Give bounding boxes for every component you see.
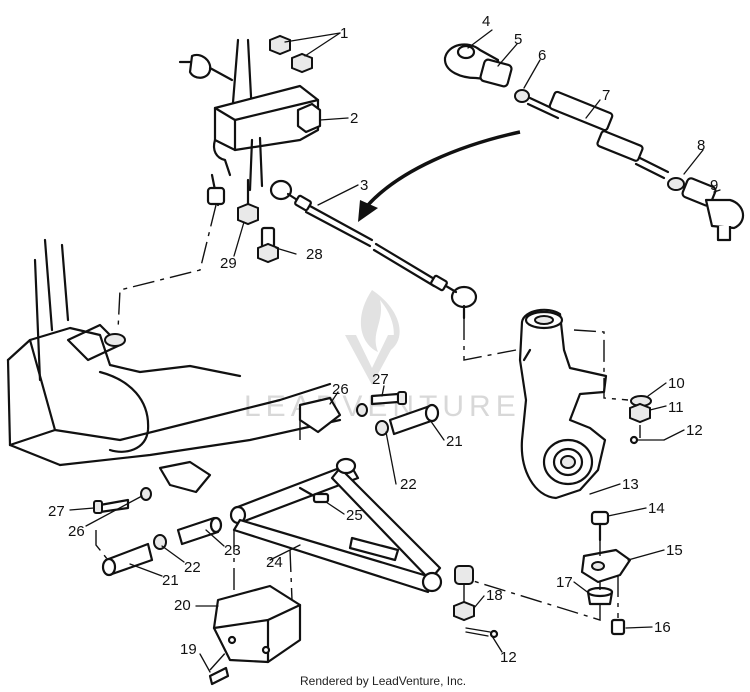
watermark-flame-icon (360, 290, 400, 352)
callout-26-upper: 26 (332, 381, 349, 398)
callout-9: 9 (710, 177, 718, 194)
callout-21-lower: 21 (162, 572, 179, 589)
callout-labels: 1 2 3 4 5 6 7 8 9 10 11 12 13 14 15 16 1… (48, 13, 718, 666)
credit-footer: Rendered by LeadVenture, Inc. (300, 674, 467, 688)
ball-joint-17 (586, 586, 614, 606)
sleeve-21-left (101, 542, 154, 577)
bolt-16 (610, 618, 626, 636)
callout-14: 14 (648, 500, 665, 517)
callout-11: 11 (668, 399, 684, 416)
washer-26-lower (140, 487, 152, 501)
frame (6, 238, 342, 494)
bolt-27-upper (370, 391, 407, 406)
callout-16: 16 (654, 619, 671, 636)
sleeve-21-right (388, 403, 440, 436)
callout-29: 29 (220, 255, 237, 272)
callout-25: 25 (346, 507, 363, 524)
callout-21-upper: 21 (446, 433, 463, 450)
bushing-22-right (375, 420, 389, 436)
callout-20: 20 (174, 597, 191, 614)
bolt-27-lower (93, 498, 130, 514)
steering-post (178, 38, 322, 207)
callout-7: 7 (602, 87, 610, 104)
callout-24: 24 (266, 554, 283, 571)
callout-17: 17 (556, 574, 573, 591)
a-arm (229, 457, 474, 594)
bolt-19 (208, 666, 230, 686)
callout-8: 8 (697, 137, 705, 154)
callout-19: 19 (180, 641, 197, 658)
callout-5: 5 (514, 31, 522, 48)
castle-nut-11 (629, 402, 651, 424)
cotter-pin-12 (629, 435, 665, 445)
callout-12-lower: 12 (500, 649, 517, 666)
callout-12-upper: 12 (686, 422, 703, 439)
bushing-23 (176, 516, 223, 546)
cotter-pin-12-lower (465, 627, 499, 639)
washer-26-upper (356, 403, 368, 417)
grease-fitting-25 (298, 486, 330, 504)
castle-nut-18 (453, 600, 475, 622)
bushing-22-left (153, 534, 167, 550)
bolt-14 (590, 510, 610, 542)
nut-1 (269, 34, 313, 74)
bolt-28 (257, 226, 279, 264)
tie-rod-assembly (269, 179, 478, 320)
callout-10: 10 (668, 375, 685, 392)
bolt-29 (237, 178, 259, 226)
direction-arrow (358, 130, 521, 222)
callout-2: 2 (350, 110, 358, 127)
callout-23: 23 (224, 542, 241, 559)
callout-28: 28 (306, 246, 323, 263)
plate-15 (580, 548, 632, 584)
callout-13: 13 (622, 476, 639, 493)
callout-22-lower: 22 (184, 559, 201, 576)
callout-6: 6 (538, 47, 546, 64)
callout-15: 15 (666, 542, 683, 559)
exploded-tie-rod (443, 43, 744, 242)
callout-27-lower: 27 (48, 503, 65, 520)
callout-27-upper: 27 (372, 371, 389, 388)
assembly-lines (95, 204, 641, 671)
callout-4: 4 (482, 13, 490, 30)
callout-18: 18 (486, 587, 503, 604)
leader-lines (69, 29, 721, 673)
callout-26-lower: 26 (68, 523, 85, 540)
callout-1: 1 (340, 25, 348, 42)
watermark-v-icon (345, 335, 399, 385)
callout-3: 3 (360, 177, 368, 194)
spindle-knuckle (518, 308, 608, 500)
callout-22-upper: 22 (400, 476, 417, 493)
a-arm-guard-20 (212, 584, 302, 664)
